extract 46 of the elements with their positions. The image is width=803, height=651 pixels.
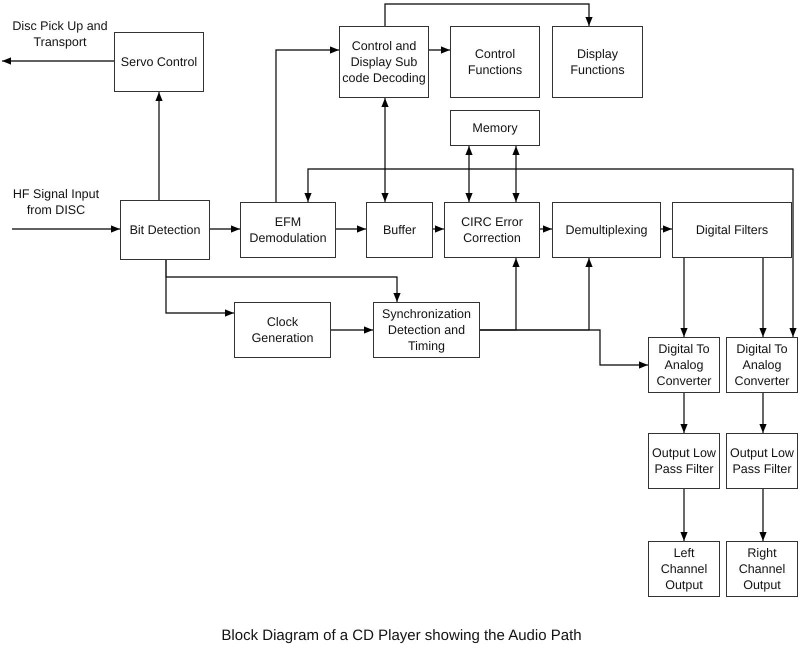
arrow <box>381 98 389 202</box>
edge-label: Disc Pick Up and Transport <box>11 18 109 50</box>
arrow <box>759 489 767 541</box>
arrow <box>759 258 767 337</box>
process-box: Demultiplexing <box>552 202 661 258</box>
process-box: Clock Generation <box>234 302 331 358</box>
arrow <box>12 225 120 233</box>
diagram-caption: Block Diagram of a CD Player showing the Audio Path <box>220 626 583 646</box>
process-box: Right Channel Output <box>726 541 798 597</box>
arrow <box>661 225 672 233</box>
arrow <box>680 489 688 541</box>
arrow <box>680 393 688 433</box>
arrow <box>433 225 444 233</box>
process-box: Output Low Pass Filter <box>648 433 720 489</box>
arrow <box>384 3 593 26</box>
arrow <box>210 225 240 233</box>
arrow <box>512 146 520 202</box>
process-box: Synchronization Detection and Timing <box>373 302 480 358</box>
process-box: Digital To Analog Converter <box>648 337 720 393</box>
process-box: Memory <box>450 110 540 146</box>
process-box: EFM Demodulation <box>240 202 336 258</box>
arrow <box>304 168 797 337</box>
arrow <box>680 258 688 337</box>
arrow <box>465 146 473 202</box>
process-box: Digital To Analog Converter <box>726 337 798 393</box>
process-box: Control and Display Sub code Decoding <box>339 26 429 98</box>
arrow <box>155 92 163 200</box>
process-box: CIRC Error Correction <box>444 202 540 258</box>
process-box: Buffer <box>366 202 433 258</box>
process-box: Output Low Pass Filter <box>726 433 798 489</box>
arrow <box>540 225 552 233</box>
arrow <box>331 326 373 334</box>
arrow <box>165 260 401 302</box>
edge-label: HF Signal Input from DISC <box>12 186 100 218</box>
arrow <box>759 393 767 433</box>
arrow <box>429 46 450 54</box>
process-box: Control Functions <box>450 26 540 98</box>
process-box: Digital Filters <box>672 202 792 258</box>
arrow <box>480 329 648 369</box>
arrow <box>275 46 339 202</box>
arrow <box>2 57 114 65</box>
process-box: Display Functions <box>552 26 643 98</box>
arrow <box>336 225 366 233</box>
process-box: Servo Control <box>114 32 204 92</box>
process-box: Bit Detection <box>120 200 210 260</box>
process-box: Left Channel Output <box>648 541 720 597</box>
